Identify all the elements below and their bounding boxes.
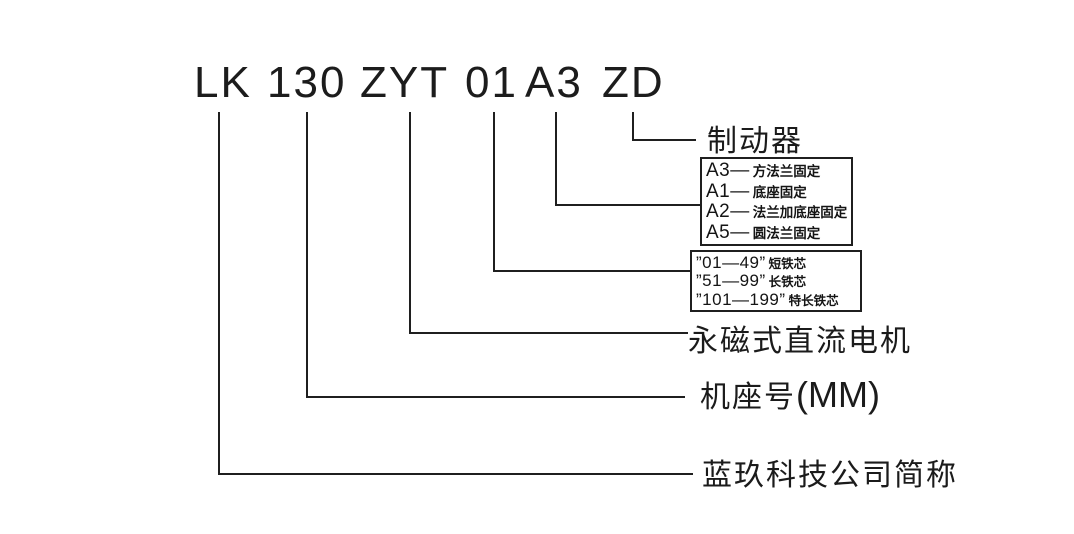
core-label-extra-long: 特长铁芯	[788, 294, 839, 309]
leader-01-vertical	[493, 112, 495, 272]
leader-zd-vertical	[632, 112, 634, 141]
core-length-legend-box: ”01—49” 短铁芯 ”51—99” 长铁芯 ”101—199” 特长铁芯	[690, 250, 862, 312]
leader-zyt-horizontal	[409, 332, 688, 334]
code-segment-a3: A3	[525, 58, 583, 107]
mounting-code-a2: A2—	[706, 201, 750, 223]
leader-lk-horizontal	[218, 473, 693, 475]
leader-lk-vertical	[218, 112, 220, 475]
code-segment-zyt: ZYT	[360, 58, 450, 107]
core-row-short: ”01—49” 短铁芯	[696, 254, 856, 271]
mounting-label-a5: 圆法兰固定	[752, 226, 821, 242]
mounting-label-a3: 方法兰固定	[752, 163, 821, 179]
leader-zd-horizontal	[632, 139, 696, 141]
mounting-row-a2: A2— 法兰加底座固定	[706, 202, 847, 221]
code-segment-130: 130	[267, 58, 347, 107]
label-company: 蓝玖科技公司简称	[702, 459, 958, 492]
code-segment-lk: LK	[194, 58, 252, 107]
mounting-label-a1: 底座固定	[752, 184, 807, 200]
leader-a3-horizontal	[555, 204, 700, 206]
mounting-code-a1: A1—	[706, 180, 750, 202]
label-frame-size-unit: (MM)	[796, 374, 880, 415]
label-frame-size: 机座号(MM)	[700, 372, 880, 416]
label-motor-type: 永磁式直流电机	[688, 325, 912, 358]
leader-130-horizontal	[306, 396, 685, 398]
mounting-row-a1: A1— 底座固定	[706, 182, 847, 201]
core-label-long: 长铁芯	[768, 275, 807, 290]
core-range-extra-long: ”101—199”	[696, 290, 786, 310]
core-range-long: ”51—99”	[696, 271, 766, 291]
label-frame-size-text: 机座号	[700, 381, 796, 414]
mounting-label-a2: 法兰加底座固定	[752, 205, 848, 221]
label-brake: 制动器	[707, 125, 803, 158]
leader-zyt-vertical	[409, 112, 411, 334]
core-label-short: 短铁芯	[768, 256, 807, 271]
leader-130-vertical	[306, 112, 308, 398]
mounting-row-a5: A5— 圆法兰固定	[706, 223, 847, 242]
mounting-code-a3: A3—	[706, 159, 750, 181]
core-row-long: ”51—99” 长铁芯	[696, 272, 856, 289]
core-row-extra-long: ”101—199” 特长铁芯	[696, 291, 856, 308]
code-segment-zd: ZD	[602, 58, 665, 107]
leader-01-horizontal	[493, 270, 691, 272]
core-range-short: ”01—49”	[696, 252, 766, 272]
mounting-legend-box: A3— 方法兰固定 A1— 底座固定 A2— 法兰加底座固定 A5— 圆法兰固定	[700, 157, 853, 246]
leader-a3-vertical	[555, 112, 557, 206]
mounting-row-a3: A3— 方法兰固定	[706, 161, 847, 180]
code-segment-01: 01	[465, 58, 518, 107]
mounting-code-a5: A5—	[706, 222, 750, 244]
